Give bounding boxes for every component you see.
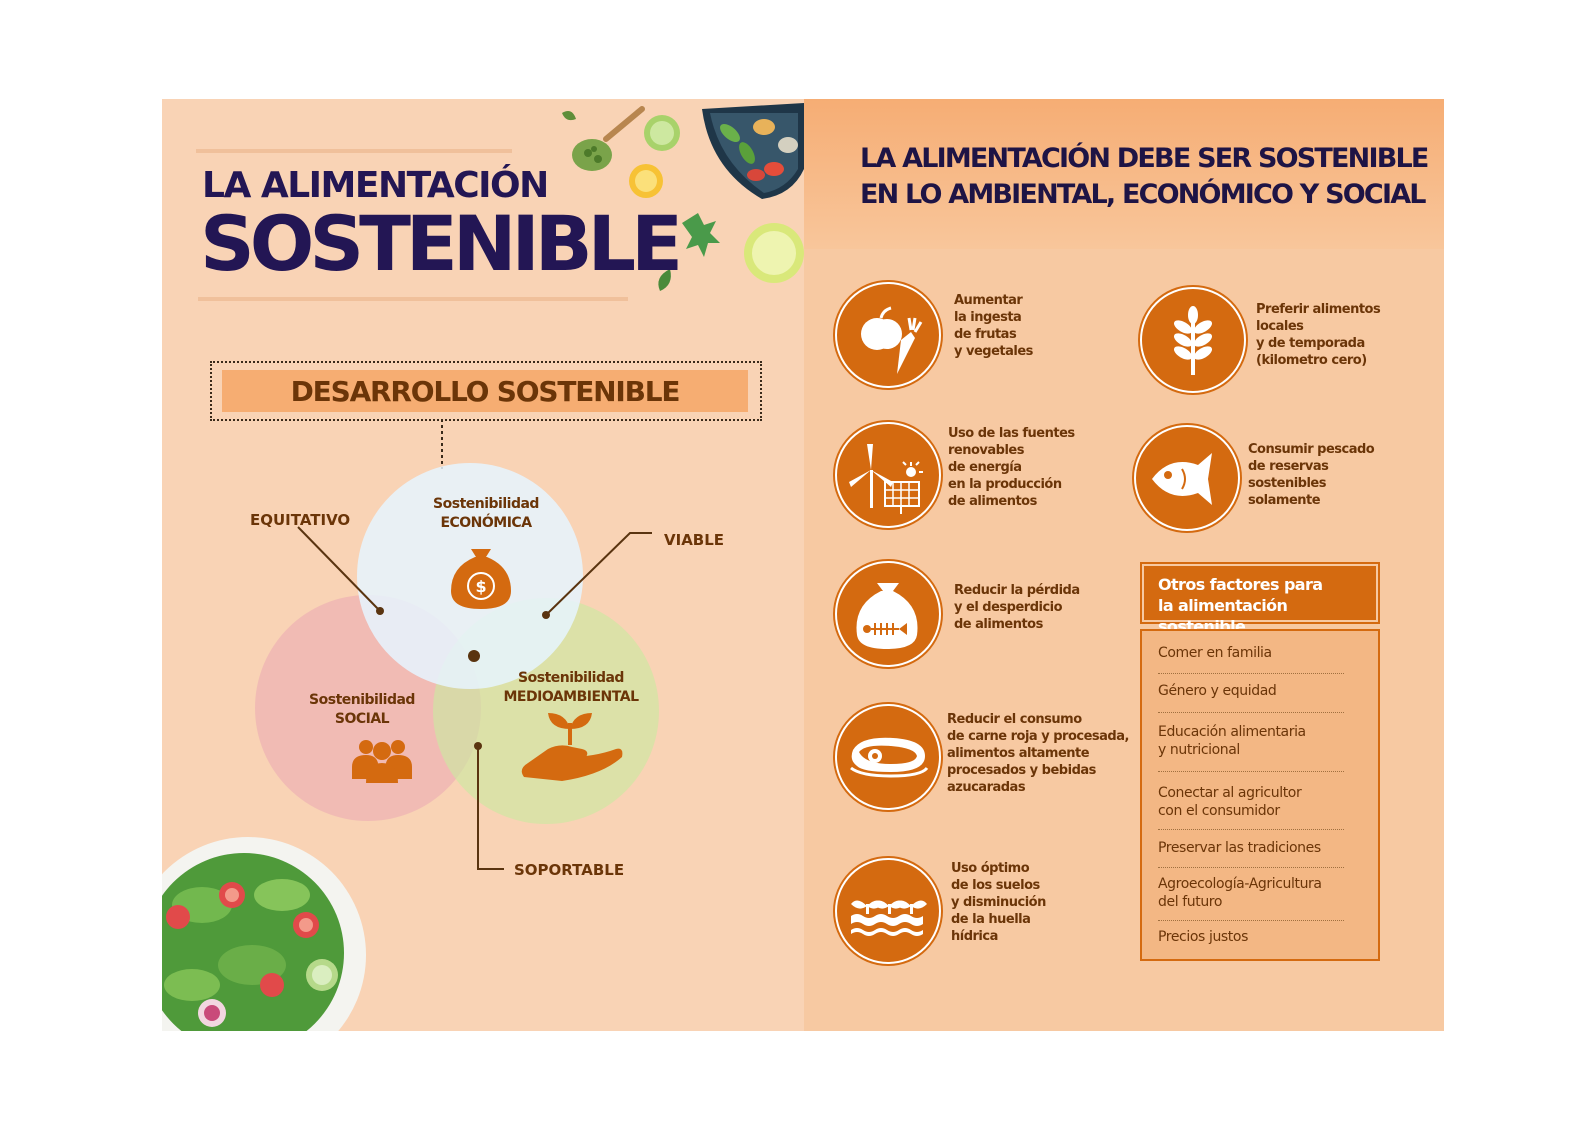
- list-item: Género y equidad: [1158, 683, 1277, 699]
- sustainable-fish-text: Consumir pescado de reservas sostenibles…: [1248, 442, 1375, 508]
- soil-water-text: Uso óptimo de los suelos y disminución d…: [951, 861, 1046, 944]
- renewable-energy-text: Uso de las fuentes renovables de energía…: [948, 426, 1075, 509]
- apple-carrot-icon: [861, 306, 923, 374]
- list-item: Conectar al agricultor con el consumidor: [1158, 785, 1302, 819]
- soil-sprouts-icon: [851, 900, 927, 936]
- otros-factores-title: Otros factores para la alimentación sost…: [1158, 575, 1323, 636]
- right-heading-line1: LA ALIMENTACIÓN DEBE SER SOSTENIBLE: [860, 143, 1429, 174]
- list-item: Agroecología-Agricultura del futuro: [1158, 876, 1322, 910]
- banner-label: DESARROLLO SOSTENIBLE: [222, 370, 748, 412]
- label-equitativo: EQUITATIVO: [250, 511, 351, 529]
- medioambiental-line2: MEDIOAMBIENTAL: [503, 689, 640, 705]
- list-divider: [1158, 829, 1344, 830]
- fruits-vegetables-text: Aumentar la ingesta de frutas y vegetale…: [954, 293, 1033, 359]
- local-food-badge: [1140, 287, 1246, 393]
- venn-diagram: $: [255, 419, 659, 870]
- money-bag-icon: $: [451, 549, 511, 609]
- label-viable: VIABLE: [664, 531, 725, 549]
- list-divider: [1158, 673, 1344, 674]
- hand-plant-icon: [521, 713, 623, 781]
- list-item: Preservar las tradiciones: [1158, 840, 1321, 856]
- venn-label-economica: Sostenibilidad ECONÓMICA: [416, 495, 556, 533]
- food-waste-badge: [835, 561, 941, 667]
- social-line2: SOCIAL: [334, 711, 390, 727]
- red-meat-badge: [835, 704, 941, 810]
- soil-water-badge: [835, 858, 941, 964]
- otros-factores-list: Comer en familia Género y equidad Educac…: [1140, 629, 1380, 961]
- desarrollo-sostenible-banner: DESARROLLO SOSTENIBLE: [210, 361, 762, 421]
- right-heading-line2: EN LO AMBIENTAL, ECONÓMICO Y SOCIAL: [860, 179, 1427, 210]
- fruits-vegetables-badge: [835, 282, 941, 388]
- medioambiental-line1: Sostenibilidad: [518, 670, 624, 686]
- list-item: Comer en familia: [1158, 645, 1272, 661]
- right-heading-band: LA ALIMENTACIÓN DEBE SER SOSTENIBLE EN L…: [804, 99, 1444, 249]
- infographic-sheet: LA ALIMENTACIÓN SOSTENIBLE DESARROLLO SO…: [162, 99, 1444, 1031]
- local-food-text: Preferir alimentos locales y de temporad…: [1256, 302, 1381, 368]
- economica-line2: ECONÓMICA: [440, 515, 532, 531]
- svg-text:$: $: [475, 577, 486, 596]
- otros-factores-header: Otros factores para la alimentación sost…: [1140, 562, 1380, 636]
- wind-solar-icon: [849, 444, 923, 514]
- title-rule-bottom: [198, 297, 628, 301]
- social-line1: Sostenibilidad: [309, 692, 415, 708]
- meat-steak-icon: [850, 737, 929, 778]
- title-rule-top: [196, 149, 512, 153]
- title-line2: SOSTENIBLE: [200, 199, 683, 288]
- label-soportable: SOPORTABLE: [514, 861, 625, 879]
- title-line1: LA ALIMENTACIÓN: [202, 165, 549, 206]
- wheat-icon: [1173, 306, 1213, 375]
- left-page: LA ALIMENTACIÓN SOSTENIBLE DESARROLLO SO…: [162, 99, 804, 1031]
- food-waste-text: Reducir la pérdida y el desperdicio de a…: [954, 583, 1080, 632]
- list-divider: [1158, 712, 1344, 713]
- list-divider: [1158, 771, 1344, 772]
- list-divider: [1158, 867, 1344, 868]
- renewable-energy-badge: [835, 422, 941, 528]
- economica-line1: Sostenibilidad: [433, 496, 539, 512]
- waste-bag-icon: [856, 583, 918, 649]
- salad-bowl-illustration: [162, 837, 366, 1031]
- vegetables-illustration: [562, 103, 804, 291]
- people-group-icon: [352, 740, 412, 783]
- list-divider: [1158, 920, 1344, 921]
- venn-label-medioambiental: Sostenibilidad MEDIOAMBIENTAL: [496, 669, 646, 707]
- venn-label-social: Sostenibilidad SOCIAL: [292, 691, 432, 729]
- list-item: Precios justos: [1158, 929, 1248, 945]
- list-item: Educación alimentaria y nutricional: [1158, 724, 1306, 758]
- sustainable-fish-badge: [1134, 425, 1240, 531]
- right-page: LA ALIMENTACIÓN DEBE SER SOSTENIBLE EN L…: [804, 99, 1444, 1031]
- fish-icon: [1152, 453, 1212, 505]
- red-meat-text: Reducir el consumo de carne roja y proce…: [947, 712, 1129, 795]
